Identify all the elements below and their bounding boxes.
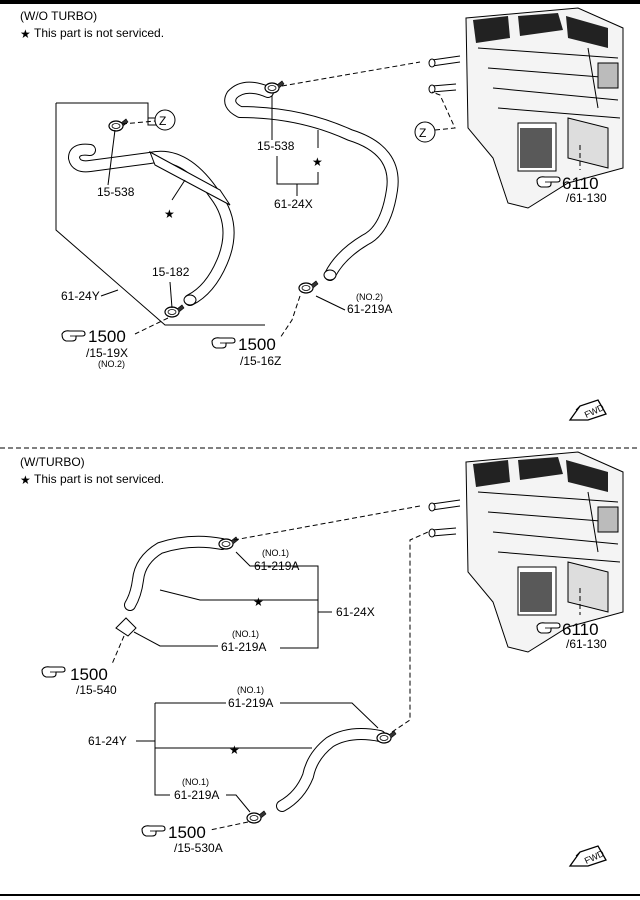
label-no2: (NO.2) <box>356 292 383 302</box>
hose-61-24y-end <box>183 294 197 306</box>
leader-star-bottom-x <box>159 589 318 601</box>
hand-pointer-icon-d <box>41 666 66 678</box>
ref-1500-d-sub: /15-530A <box>174 841 223 855</box>
hand-pointer-icon-e <box>141 825 166 837</box>
hose-61-24y-inner <box>69 144 234 305</box>
clamp-61-219a-b <box>115 617 137 637</box>
star-icon-bottom: ★ <box>20 473 31 487</box>
engine-port-3 <box>428 502 436 512</box>
star-left: ★ <box>164 207 175 221</box>
star-bottom-y: ★ <box>229 743 240 757</box>
ref-1500-a-sub2: (NO.2) <box>98 359 125 369</box>
ref-6110-top: 6110 <box>562 174 599 193</box>
top-section: (W/O TURBO) ★ This part is not serviced.… <box>0 0 640 421</box>
leader-port-3 <box>233 505 421 541</box>
leader-port-4 <box>391 531 429 733</box>
z-right-label: Z <box>419 126 426 140</box>
leader-61-219a-d <box>226 794 251 813</box>
star-bottom-x: ★ <box>253 595 264 609</box>
ref-6110-top-sub: /61-130 <box>566 191 607 205</box>
z-left-label: Z <box>159 114 166 128</box>
top-note-text: This part is not serviced. <box>34 26 164 40</box>
label-61-219a-b: 61-219A <box>221 640 266 654</box>
clamp-61-219a-top <box>298 280 319 294</box>
engine-port-4 <box>428 528 436 538</box>
leader-1500-d <box>209 821 249 831</box>
z-marker-right <box>414 121 436 143</box>
leader-1500-c <box>111 635 125 665</box>
label-61-24y-bottom: 61-24Y <box>88 734 127 748</box>
z-marker-left <box>154 109 176 131</box>
star-right: ★ <box>312 155 323 169</box>
bracket-61-24y-bottom <box>154 703 170 796</box>
engine-assembly-bottom <box>465 451 624 653</box>
bottom-border <box>0 894 640 896</box>
label-15-538-right: 15-538 <box>257 139 295 153</box>
hose-61-24x-end <box>323 269 337 281</box>
hose-61-24x-bottom-inner <box>125 536 227 610</box>
label-61-219a-d: 61-219A <box>174 788 219 802</box>
label-15-538-left: 15-538 <box>97 185 135 199</box>
label-61-24x-bottom: 61-24X <box>336 605 375 619</box>
ref-1500-b-sub: /15-16Z <box>240 354 281 368</box>
leader-15-182 <box>169 281 173 309</box>
engine-ports-top <box>431 55 461 93</box>
bottom-section: (W/TURBO) ★ This part is not serviced. (… <box>20 451 624 867</box>
z-right-leader <box>431 91 456 131</box>
bottom-note-text: This part is not serviced. <box>34 472 164 486</box>
ref-1500-c-sub: /15-540 <box>76 683 117 697</box>
clamp-15-182 <box>164 304 185 318</box>
ref-1500-a: 1500 <box>88 327 126 346</box>
leader-star-left <box>171 179 186 201</box>
leader-61-219a-b <box>133 631 218 647</box>
bottom-title: (W/TURBO) <box>20 455 85 469</box>
engine-port-1 <box>428 58 436 68</box>
label-61-24x-top: 61-24X <box>274 197 313 211</box>
engine-ports-bottom <box>431 499 461 537</box>
clamp-15-538-left <box>108 118 129 132</box>
hose-61-24y-bottom-inner <box>277 729 385 811</box>
label-15-182: 15-182 <box>152 265 190 279</box>
engine-port-2 <box>428 84 436 94</box>
ref-1500-b: 1500 <box>238 335 276 354</box>
hand-pointer-icon-a <box>61 330 86 342</box>
ref-1500-a-sub: /15-19X <box>86 346 128 360</box>
leader-1500-a <box>134 317 169 335</box>
hose-61-24x-inner <box>225 82 398 280</box>
ref-6110-bottom-sub: /61-130 <box>566 637 607 651</box>
label-no1-b: (NO.1) <box>232 629 259 639</box>
leader-61-219a-c <box>155 702 379 729</box>
clamp-61-219a-d <box>246 810 267 824</box>
top-title: (W/O TURBO) <box>20 9 97 23</box>
hand-pointer-icon-b <box>211 337 236 349</box>
leader-15-538-left <box>107 129 116 186</box>
ref-6110-bottom: 6110 <box>562 620 599 639</box>
hose-61-24y-sleeve <box>149 150 231 206</box>
leader-61-219a-top <box>315 295 346 311</box>
label-no1-d: (NO.1) <box>182 777 209 787</box>
label-61-219a-c: 61-219A <box>228 696 273 710</box>
leader-port-1 <box>281 61 421 87</box>
label-61-24y-top: 61-24Y <box>61 289 100 303</box>
label-no1-a: (NO.1) <box>262 548 289 558</box>
z-left-leader <box>121 120 156 125</box>
ref-1500-c: 1500 <box>70 665 108 684</box>
ref-1500-d: 1500 <box>168 823 206 842</box>
clamp-15-538-right <box>264 80 285 94</box>
top-border <box>0 0 640 4</box>
star-icon: ★ <box>20 27 31 41</box>
leader-1500-b <box>279 295 301 339</box>
label-no1-c: (NO.1) <box>237 685 264 695</box>
bracket-61-24x-bottom <box>235 551 319 649</box>
leader-61-24y-top <box>100 289 119 297</box>
label-61-219a-top: 61-219A <box>347 302 392 316</box>
